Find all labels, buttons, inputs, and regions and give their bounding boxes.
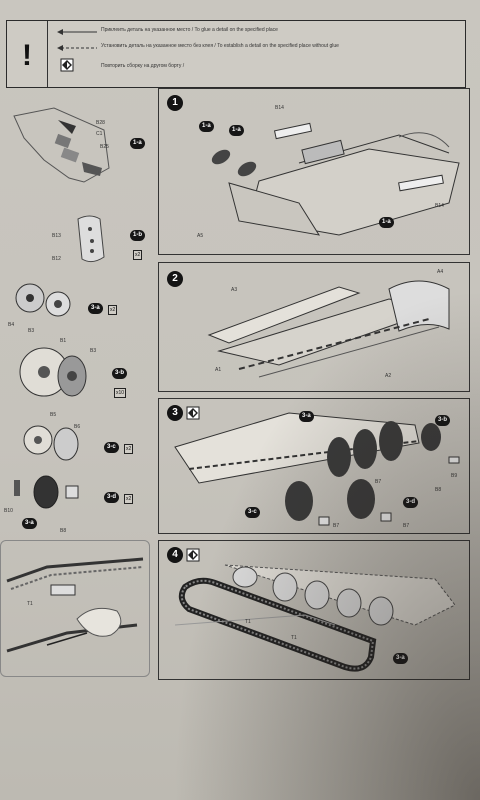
step-tag: 3-a xyxy=(22,518,37,529)
part-label: B10 xyxy=(4,508,13,514)
part-label: B7 xyxy=(375,479,382,485)
part-label: B28 xyxy=(96,120,105,126)
step-tag: 3-c xyxy=(245,507,260,518)
multiplier-badge: x10 xyxy=(114,388,127,398)
step-3-panel: 3 3-a 3-b 3-c 3-d B7 B7 B7 B8 B9 xyxy=(158,398,470,534)
step-tag: 3-b xyxy=(435,415,450,426)
multiplier-badge: x2 xyxy=(108,305,118,315)
part-label: B13 xyxy=(52,233,61,239)
part-label: T1 xyxy=(27,601,33,607)
step-tag: 1-a xyxy=(199,121,214,132)
step-tag: 3-a xyxy=(299,411,314,422)
step-number: 1 xyxy=(167,95,183,111)
legend-divider xyxy=(47,21,48,87)
step-tag: 3-c xyxy=(104,442,119,453)
part-label: C1 xyxy=(96,131,103,137)
part-label: A1 xyxy=(215,367,222,373)
exclamation-icon: ! xyxy=(22,39,32,72)
part-label: B6 xyxy=(74,424,81,430)
step-tag: 1-a xyxy=(130,138,145,149)
legend-text-glue: Приклеить деталь на указанное место / To… xyxy=(101,27,278,33)
multiplier-badge: x2 xyxy=(133,250,143,260)
step-2-chassis-drawing xyxy=(207,280,450,378)
step-tag: 3-b xyxy=(112,368,127,379)
multiplier-badge: x2 xyxy=(124,494,134,504)
step-1-panel: 1 1-a 1-a 1-a B14 B14 A5 xyxy=(158,88,470,255)
track-cutting-inset: T1 xyxy=(0,540,150,677)
part-label: B5 xyxy=(50,412,57,418)
part-label: B9 xyxy=(451,473,458,479)
side-sprocket-sketch xyxy=(15,283,71,317)
part-label: B3 xyxy=(28,328,35,334)
step-1-hull-drawing xyxy=(211,122,460,236)
part-label: B25 xyxy=(100,144,109,150)
no-glue-arrow-icon xyxy=(57,45,97,51)
repeat-other-side-icon xyxy=(60,58,74,72)
part-label: A3 xyxy=(231,287,238,293)
part-label: B14 xyxy=(435,203,444,209)
step-tag: 3-a xyxy=(393,653,408,664)
side-axle-sketch xyxy=(14,475,79,509)
legend-text-no-glue: Установить деталь на указанное место без… xyxy=(101,43,339,49)
side-bracket-sketch xyxy=(77,215,105,263)
part-label: B7 xyxy=(403,523,410,529)
legend-text-repeat: Повторить сборку на другом борту / xyxy=(101,63,185,69)
part-label: B8 xyxy=(435,487,442,493)
side-wheel-pair-sketch xyxy=(23,425,79,461)
glue-arrow-icon xyxy=(57,29,97,35)
part-label: A2 xyxy=(385,373,392,379)
side-roadwheel-sketch xyxy=(19,347,87,397)
part-label: A4 xyxy=(437,269,444,275)
part-label: B7 xyxy=(333,523,340,529)
step-4-track-drawing xyxy=(174,564,456,672)
part-label: B1 xyxy=(60,338,67,344)
step-tag: 3-d xyxy=(403,497,418,508)
step-number: 2 xyxy=(167,271,183,287)
step-tag: 3-d xyxy=(104,492,119,503)
part-label: A5 xyxy=(197,233,204,239)
part-label: B4 xyxy=(8,322,15,328)
part-label: T1 xyxy=(245,619,251,625)
step-tag: 1-b xyxy=(130,230,145,241)
step-4-panel: 4 T1 T1 3-a xyxy=(158,540,470,680)
step-tag: 1-a xyxy=(229,125,244,136)
part-label: T1 xyxy=(291,635,297,641)
part-label: B8 xyxy=(60,528,67,534)
multiplier-badge: x2 xyxy=(124,444,134,454)
part-label: B3 xyxy=(90,348,97,354)
part-label: B12 xyxy=(52,256,61,262)
part-label: B14 xyxy=(275,105,284,111)
step-2-panel: 2 A3 A4 A1 A2 xyxy=(158,262,470,392)
step-tag: 1-a xyxy=(379,217,394,228)
step-tag: 3-a xyxy=(88,303,103,314)
legend-box: ! Приклеить деталь на указанное место / … xyxy=(6,20,466,88)
track-link-sketch xyxy=(6,557,144,653)
step-3-wheels-drawing xyxy=(174,412,460,526)
